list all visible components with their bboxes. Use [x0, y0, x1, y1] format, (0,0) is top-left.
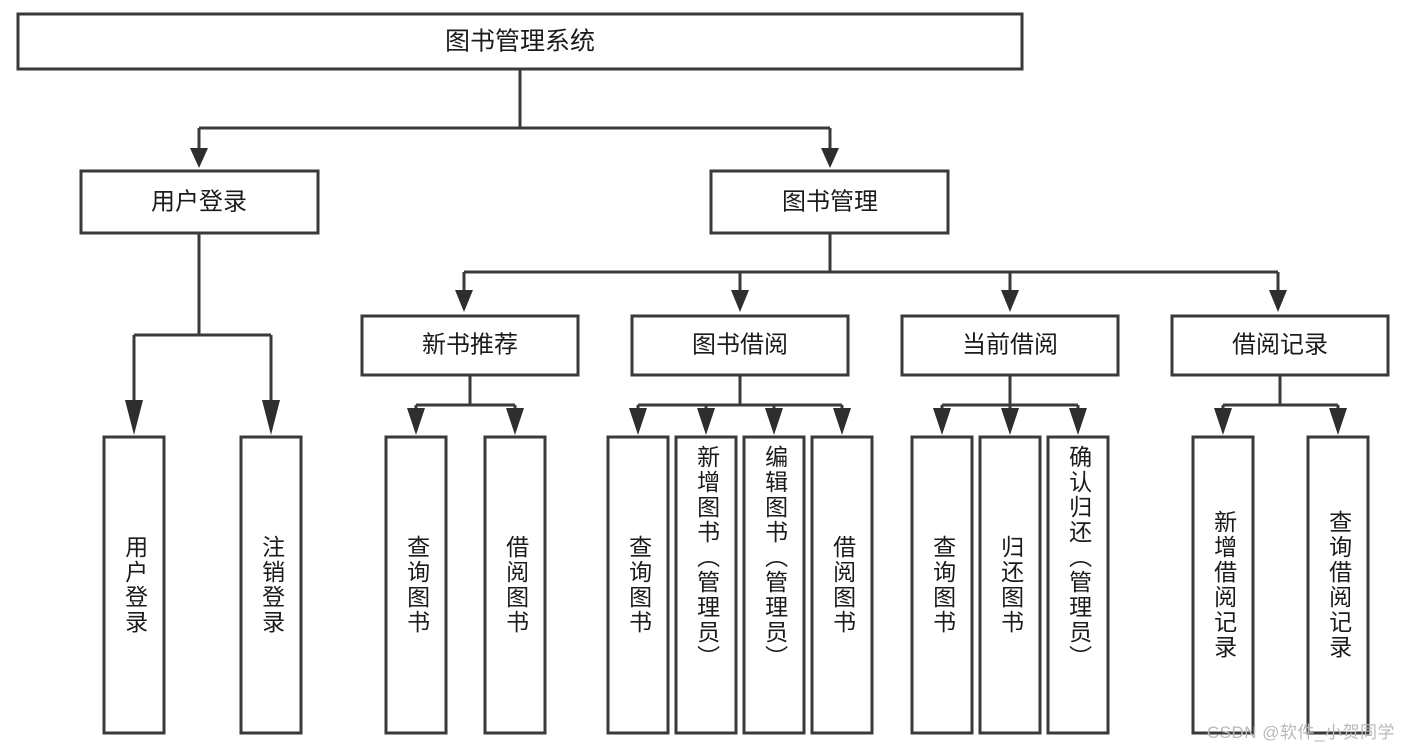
- arrow-root-to-user-login: [190, 148, 208, 168]
- leaf-box-user-login-1[interactable]: [239, 435, 303, 735]
- arrow-book-mgmt-to-current: [1001, 290, 1019, 312]
- leaf-box-new-book-1[interactable]: [483, 435, 547, 735]
- leaf-box-current-borrow-1[interactable]: [978, 435, 1042, 735]
- leaf-box-user-login-0[interactable]: [102, 435, 166, 735]
- connector-group: [125, 69, 1347, 435]
- node-book-management-label: 图书管理: [782, 188, 878, 215]
- node-root[interactable]: [16, 12, 1024, 71]
- leaf-box-borrow-record-0[interactable]: [1191, 435, 1255, 735]
- arrow-book-mgmt-to-borrow: [731, 290, 749, 312]
- arrow-borrow-leaf-1: [697, 408, 715, 435]
- node-user-login[interactable]: [79, 169, 320, 235]
- arrow-user-login-leaf-0: [125, 400, 143, 435]
- arrow-borrow-leaf-0: [629, 408, 647, 435]
- node-borrow-record[interactable]: [1170, 314, 1390, 377]
- leaf-box-book-borrow-3[interactable]: [810, 435, 874, 735]
- node-book-management[interactable]: [709, 169, 950, 235]
- node-book-borrow[interactable]: [630, 314, 850, 377]
- node-borrow-record-label: 借阅记录: [1232, 331, 1328, 358]
- arrow-record-leaf-0: [1214, 408, 1232, 435]
- arrow-current-leaf-1: [1001, 408, 1019, 435]
- node-new-book-recommend-label: 新书推荐: [422, 331, 518, 358]
- arrow-root-to-book-mgmt: [821, 148, 839, 168]
- leaf-box-new-book-0[interactable]: [384, 435, 448, 735]
- arrow-book-mgmt-to-new-book: [455, 290, 473, 312]
- arrow-record-leaf-1: [1329, 408, 1347, 435]
- arrow-borrow-leaf-3: [833, 408, 851, 435]
- node-user-login-label: 用户登录: [151, 188, 247, 215]
- leaf-box-borrow-record-1[interactable]: [1306, 435, 1370, 735]
- arrow-current-leaf-2: [1069, 408, 1087, 435]
- node-box-group: 图书管理系统 用户登录 图书管理 新书推荐 图书借阅 当前借阅 借阅记录: [16, 12, 1390, 735]
- leaf-box-current-borrow-0[interactable]: [910, 435, 974, 735]
- node-current-borrow[interactable]: [900, 314, 1120, 377]
- node-root-label: 图书管理系统: [445, 28, 595, 56]
- arrow-current-leaf-0: [933, 408, 951, 435]
- csdn-watermark: CSDN @软件_小贺同学: [1206, 723, 1395, 742]
- arrow-new-book-leaf-0: [407, 408, 425, 435]
- leaf-box-book-borrow-1[interactable]: [674, 435, 738, 735]
- node-book-borrow-label: 图书借阅: [692, 331, 788, 358]
- arrow-user-login-leaf-1: [262, 400, 280, 435]
- leaf-box-current-borrow-2[interactable]: [1046, 435, 1110, 735]
- arrow-book-mgmt-to-record: [1269, 290, 1287, 312]
- node-new-book-recommend[interactable]: [360, 314, 580, 377]
- leaf-box-book-borrow-0[interactable]: [606, 435, 670, 735]
- arrow-new-book-leaf-1: [506, 408, 524, 435]
- leaf-box-book-borrow-2[interactable]: [742, 435, 806, 735]
- node-current-borrow-label: 当前借阅: [962, 331, 1058, 358]
- arrow-borrow-leaf-2: [765, 408, 783, 435]
